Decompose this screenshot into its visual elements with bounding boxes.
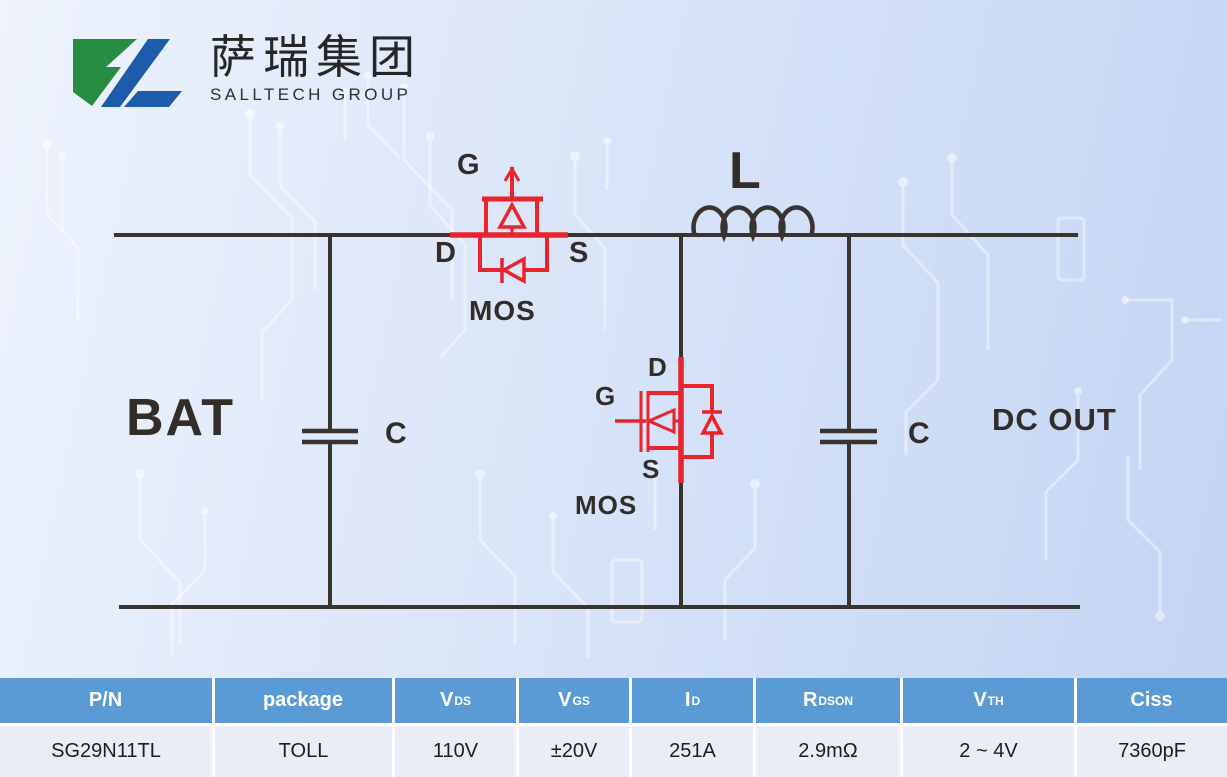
header-text: V xyxy=(439,689,454,711)
inductor-symbol xyxy=(691,205,815,243)
value-cell-pn: SG29N11TL xyxy=(0,726,215,777)
value-cell-vth: 2 ~ 4V xyxy=(903,726,1077,777)
header-text: Ciss xyxy=(1130,689,1173,711)
header-text: V xyxy=(973,689,987,711)
mos-top-source-label: S xyxy=(569,237,589,269)
header-text: R xyxy=(802,689,818,711)
body-diode-icon xyxy=(700,412,724,435)
value-cell-vgs: ±20V xyxy=(519,726,632,777)
right-capacitor-label: C xyxy=(908,417,930,450)
left-capacitor-symbol xyxy=(302,428,358,445)
mos-top-name-label: MOS xyxy=(469,295,536,326)
right-capacitor-symbol xyxy=(820,428,877,445)
logo-mark-icon xyxy=(73,39,182,107)
left-capacitor-label: C xyxy=(385,417,407,450)
company-name-cn: 萨瑞集团 xyxy=(210,32,422,83)
circuit-wires xyxy=(114,205,1080,609)
header-cell-ciss: Ciss xyxy=(1077,678,1227,723)
value-cell-package: TOLL xyxy=(215,726,395,777)
mos-bottom-drain-label: D xyxy=(648,352,667,382)
mos-bottom-gate-label: G xyxy=(595,381,616,411)
header-subscript: DS xyxy=(454,693,471,708)
value-cell-vds: 110V xyxy=(395,726,519,777)
spec-table-value-row: SG29N11TL TOLL 110V ±20V 251A 2.9mΩ 2 ~ … xyxy=(0,726,1227,777)
dc-out-label: DC OUT xyxy=(992,402,1117,437)
header-subscript: DSON xyxy=(818,693,854,708)
header-text: package xyxy=(262,689,344,711)
mos-top-drain-label: D xyxy=(435,237,456,269)
value-cell-ciss: 7360pF xyxy=(1077,726,1227,777)
header-text: P/N xyxy=(88,689,123,711)
mos-bottom-source-label: S xyxy=(642,454,660,484)
header-text: I xyxy=(684,689,691,711)
logo-text: 萨瑞集团 SALLTECH GROUP xyxy=(210,33,422,105)
header-subscript: TH xyxy=(987,693,1004,708)
header-text: V xyxy=(558,689,572,711)
table-divider xyxy=(0,723,1227,726)
header-subscript: D xyxy=(691,693,701,708)
logo: 萨瑞集团 SALLTECH GROUP xyxy=(70,33,422,113)
header-subscript: GS xyxy=(572,693,590,708)
mos-top-gate-label: G xyxy=(457,149,480,181)
high-side-mosfet-symbol xyxy=(450,166,568,284)
header-cell-pn: P/N xyxy=(0,678,215,723)
mos-bottom-name-label: MOS xyxy=(575,490,638,520)
value-cell-rdson: 2.9mΩ xyxy=(756,726,903,777)
company-name-en: SALLTECH GROUP xyxy=(210,85,412,104)
header-cell-package: package xyxy=(215,678,395,723)
body-diode-icon xyxy=(500,256,526,284)
low-side-mosfet-symbol xyxy=(615,357,724,483)
value-cell-id: 251A xyxy=(632,726,756,777)
battery-label: BAT xyxy=(126,389,236,447)
inductor-label: L xyxy=(729,142,761,200)
